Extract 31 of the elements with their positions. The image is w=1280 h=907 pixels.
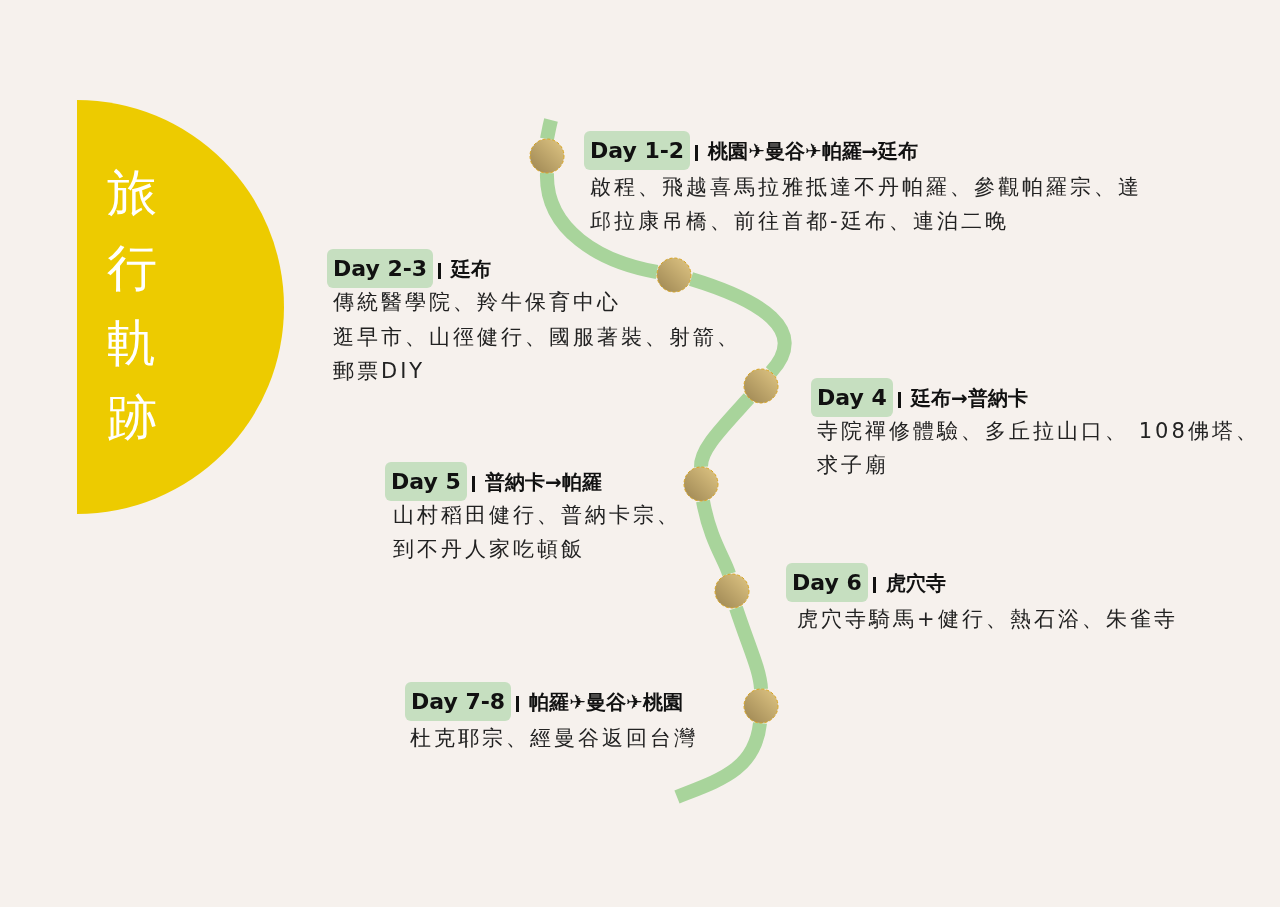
activity-text: 山村稻田健行、普納卡宗、到不丹人家吃頓飯 xyxy=(393,502,682,563)
day-badge: Day 4 xyxy=(811,378,893,417)
day-badge: Day 5 xyxy=(385,462,467,501)
day-heading: 桃園✈曼谷✈帕羅→廷布 xyxy=(708,138,919,165)
stop-dot xyxy=(714,573,750,609)
route-line xyxy=(729,605,768,690)
activity-text: 寺院禪修體驗、多丘拉山口、 108佛塔、求子廟 xyxy=(817,418,1261,479)
day-heading: 帕羅✈曼谷✈桃園 xyxy=(529,689,683,716)
activity-text: 虎穴寺騎馬+健行、熱石浴、朱雀寺 xyxy=(797,606,1179,633)
route-line xyxy=(540,118,558,141)
route-line xyxy=(694,393,755,468)
title-text: 旅行軌跡 xyxy=(107,163,158,449)
day-badge: Day 1-2 xyxy=(584,131,691,170)
day-badge: Day 6 xyxy=(786,563,868,602)
route-line xyxy=(696,499,736,577)
stop-dot xyxy=(743,688,779,724)
day-badge: Day 7-8 xyxy=(405,682,512,721)
day-heading: 虎穴寺 xyxy=(886,570,946,597)
activity-text: 傳統醫學院、羚牛保育中心 xyxy=(333,289,622,316)
stop-dot xyxy=(529,138,565,174)
route-line xyxy=(540,172,659,279)
day-badge: Day 2-3 xyxy=(327,249,434,288)
activity-text: 杜克耶宗、經曼谷返回台灣 xyxy=(410,725,699,752)
activity-text: 逛早市、山徑健行、國服著裝、射箭、郵票DIY xyxy=(333,324,742,385)
activity-text: 啟程、飛越喜馬拉雅抵達不丹帕羅、參觀帕羅宗、達邱拉康吊橋、前往首都-廷布、連泊二晚 xyxy=(590,174,1143,235)
day-heading: 普納卡→帕羅 xyxy=(485,469,602,496)
day-heading: 廷布→普納卡 xyxy=(911,385,1028,412)
stop-dot xyxy=(656,257,692,293)
stop-dot xyxy=(683,466,719,502)
day-heading: 廷布 xyxy=(451,256,491,283)
stop-dot xyxy=(743,368,779,404)
